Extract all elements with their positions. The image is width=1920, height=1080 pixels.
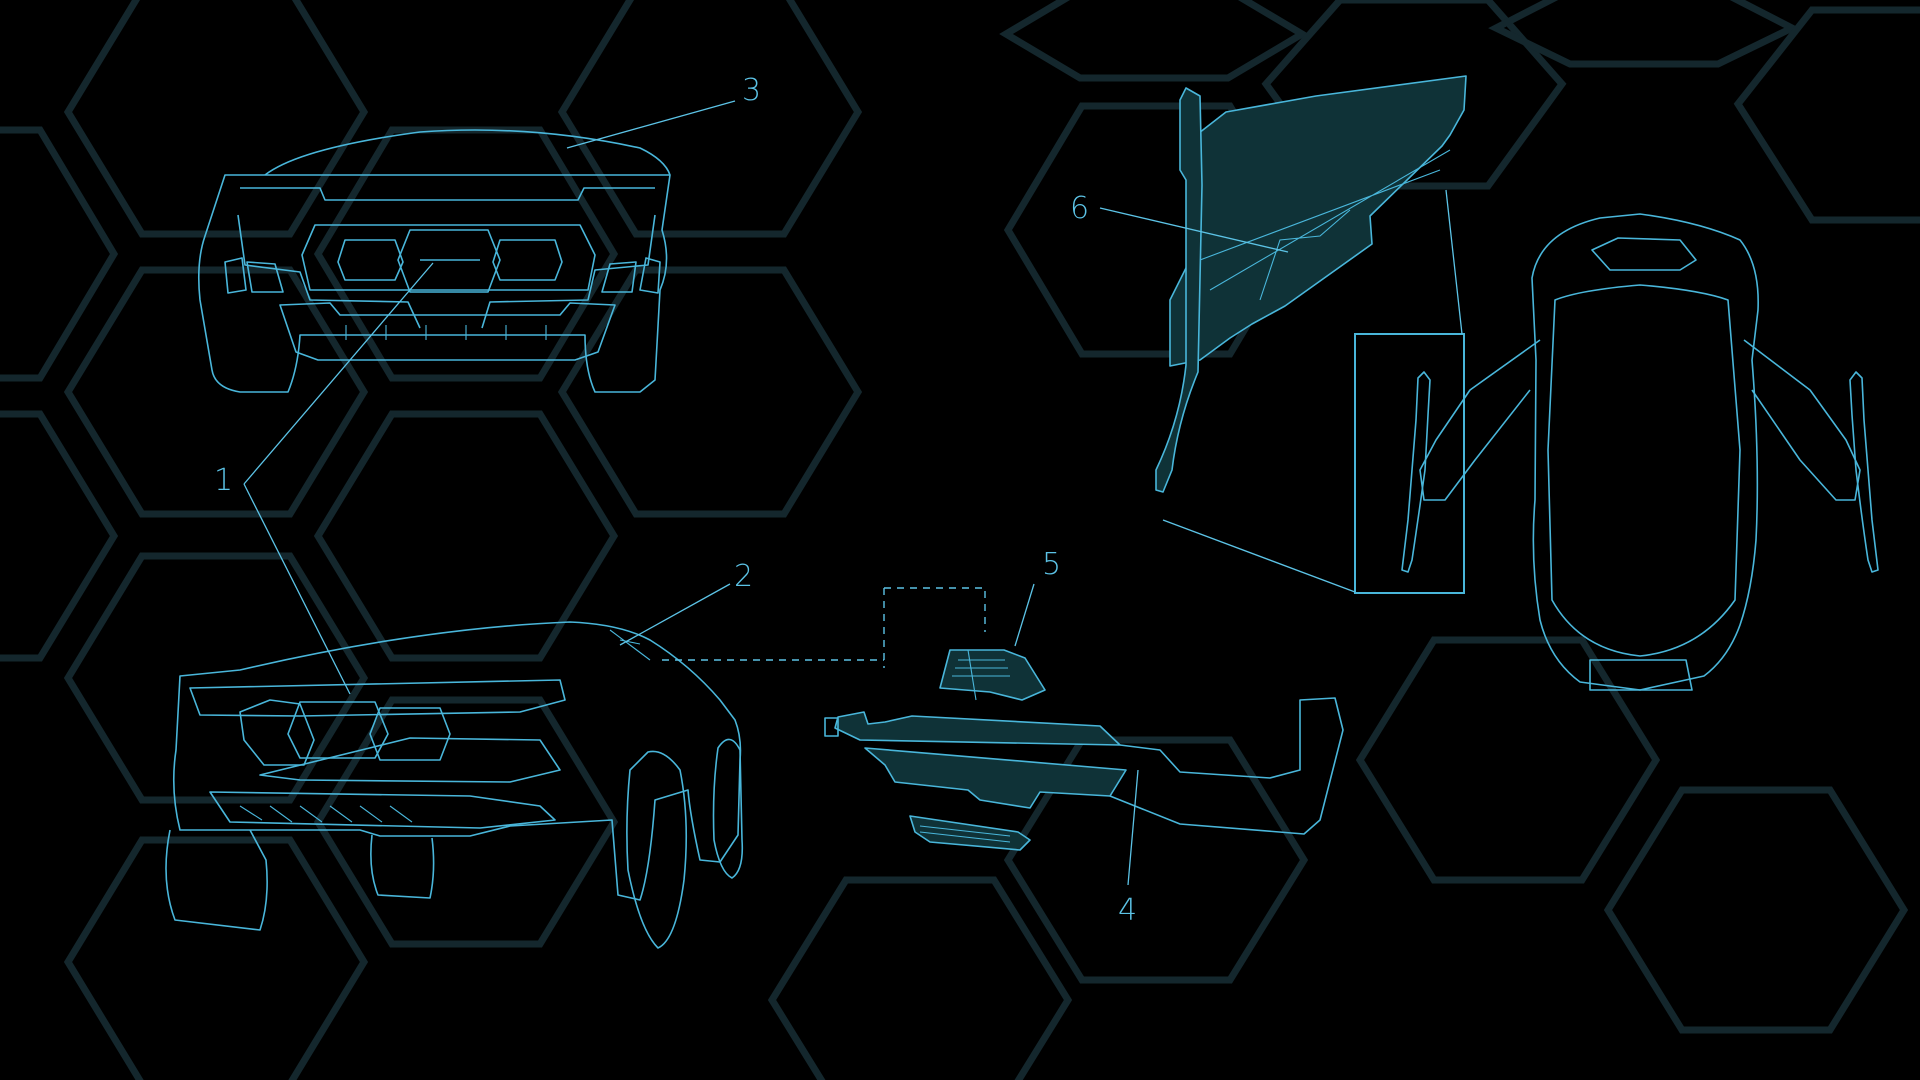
rear-three-quarter-car — [165, 621, 744, 949]
callout-3: 3 — [742, 73, 762, 108]
spoiler-exploded-parts — [662, 587, 1344, 851]
callout-2: 2 — [734, 559, 754, 594]
detail-box — [1354, 333, 1465, 594]
callout-1: 1 — [214, 463, 234, 498]
top-view-car — [1401, 213, 1879, 691]
leader-lines — [243, 100, 1463, 886]
callout-6: 6 — [1070, 191, 1090, 226]
callout-4: 4 — [1118, 893, 1138, 928]
callout-5: 5 — [1042, 547, 1062, 582]
door-detail-part — [1155, 75, 1467, 493]
rear-view-car — [197, 129, 671, 393]
